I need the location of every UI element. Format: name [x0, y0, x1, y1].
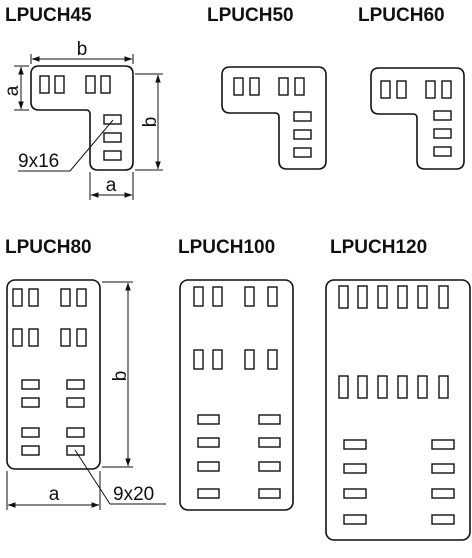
plate-outline [30, 65, 134, 171]
bracket-lpuch45 [30, 65, 134, 171]
plate-outline [179, 279, 294, 511]
dim-b-right: b [140, 117, 161, 128]
title-lpuch45: LPUCH45 [5, 5, 92, 26]
dims-lpuch80 [6, 281, 166, 510]
bracket-lpuch120 [325, 279, 471, 541]
dim-slot-9x20: 9x20 [113, 484, 154, 505]
title-lpuch80: LPUCH80 [5, 237, 92, 258]
dim-a-left: a [2, 85, 23, 96]
plate-outline [6, 279, 101, 470]
dim-b-top: b [77, 39, 88, 60]
dim-a-bottom: a [106, 175, 117, 196]
title-lpuch120: LPUCH120 [330, 237, 428, 258]
slots-side [103, 114, 122, 161]
slots-top [39, 75, 111, 94]
title-lpuch100: LPUCH100 [178, 237, 276, 258]
bracket-lpuch100 [179, 279, 294, 511]
dim-b-lpuch80: b [110, 371, 131, 382]
title-lpuch60: LPUCH60 [358, 5, 445, 26]
bracket-lpuch50 [221, 66, 327, 170]
title-lpuch50: LPUCH50 [207, 5, 294, 26]
bracket-lpuch80 [6, 279, 101, 470]
plate-outline [221, 66, 327, 170]
dims-lpuch45 [14, 54, 163, 200]
dim-slot-9x16: 9x16 [18, 151, 59, 172]
dim-a-lpuch80: a [49, 484, 60, 505]
plate-outline [370, 67, 465, 170]
plate-outline [325, 279, 471, 541]
bracket-lpuch60 [370, 67, 465, 170]
